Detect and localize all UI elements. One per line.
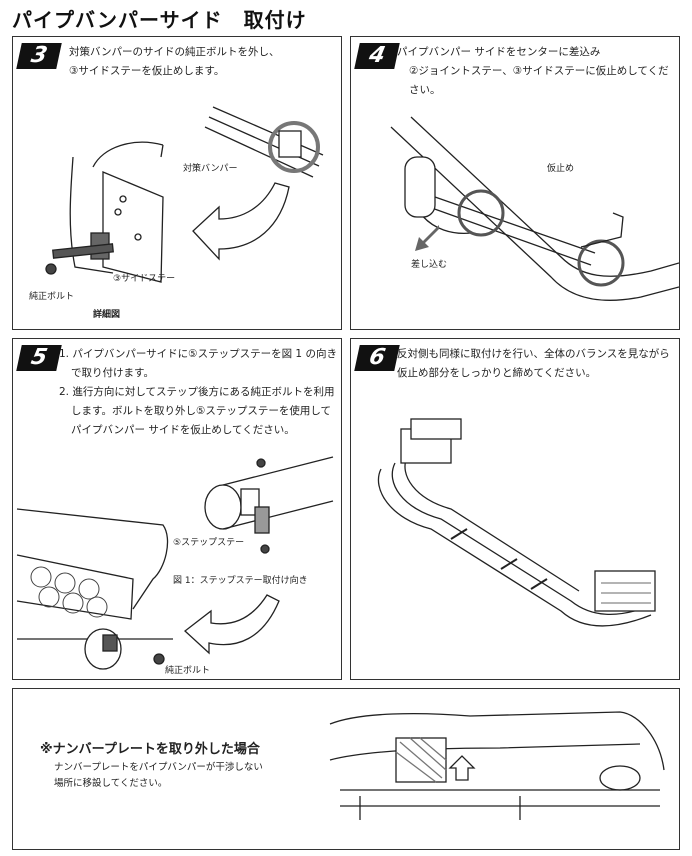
step-5-line-4: します。ボルトを取り外し⑤ステップステーを使用して: [71, 405, 332, 417]
note-line-1: ナンバープレートをパイプバンパーが干渉しない: [54, 762, 263, 773]
step-3-instructions: 対策バンパーのサイドの純正ボルトを外し、 ③サイドステーを仮止めします。: [69, 43, 280, 81]
note-panel: [12, 688, 680, 850]
step-3-illustration: [45, 106, 324, 283]
label-step-stay: ⑤ステップステー: [173, 538, 245, 548]
step-6-line-2: 仮止め部分をしっかりと締めてください。: [397, 367, 597, 379]
step-4-line-1: パイプバンパー サイドをセンターに差込み: [397, 46, 601, 58]
step-6-instructions: 反対側も同様に取付けを行い、全体のバランスを見ながら 仮止め部分をしっかりと締め…: [397, 345, 670, 383]
step-3-panel: 3 対策バンパーのサイドの純正ボルトを外し、 ③サイドステーを仮止めします。 対…: [12, 36, 342, 330]
step-5-instructions: 1. パイプバンパーサイドに⑤ステップステーを図 1 の向き で取り付けます。 …: [59, 345, 337, 440]
label-detail: 詳細図: [93, 310, 121, 320]
step-6-illustration: [377, 418, 656, 627]
label-temp: 仮止め: [547, 164, 575, 174]
note-line-2: 場所に移設してください。: [54, 778, 168, 789]
step-6-line-1: 反対側も同様に取付けを行い、全体のバランスを見ながら: [397, 348, 670, 360]
step-6-panel: 6 反対側も同様に取付けを行い、全体のバランスを見ながら 仮止め部分をしっかりと…: [350, 338, 680, 680]
step-5-panel: 5 1. パイプバンパーサイドに⑤ステップステーを図 1 の向き で取り付けます…: [12, 338, 342, 680]
step-5-line-2: で取り付けます。: [71, 367, 154, 379]
label-bumper: 対策バンパー: [183, 164, 238, 174]
label-insert: 差し込む: [411, 260, 448, 270]
step-3-line-2: ③サイドステーを仮止めします。: [69, 65, 225, 77]
step-5-line-3: 2. 進行方向に対してステップ後方にある純正ボルトを利用: [59, 386, 335, 398]
note-body: ナンバープレートをパイプバンパーが干渉しない 場所に移設してください。: [54, 760, 263, 792]
step-4-panel: 4 パイプバンパー サイドをセンターに差込み ②ジョイントステー、③サイドステー…: [350, 36, 680, 330]
step-5-line-5: パイプバンパー サイドを仮止めしてください。: [71, 424, 295, 436]
label-fig: 図 1：ステップステー取付け向き: [173, 576, 308, 586]
step-4-illustration: [390, 116, 679, 302]
step-4-line-2: ②ジョイントステー、③サイドステーに仮止めしてください。: [409, 65, 669, 96]
page-title: パイプバンパーサイド 取付け: [12, 8, 307, 32]
label-bolt: 純正ボルト: [165, 666, 211, 676]
step-5-illustration: [16, 456, 334, 670]
note-title: ※ナンバープレートを取り外した場合: [40, 742, 260, 757]
step-5-line-1: 1. パイプバンパーサイドに⑤ステップステーを図 1 の向き: [59, 348, 337, 360]
step-4-instructions: パイプバンパー サイドをセンターに差込み ②ジョイントステー、③サイドステーに仮…: [397, 43, 679, 100]
step-3-line-1: 対策バンパーのサイドの純正ボルトを外し、: [69, 46, 280, 58]
label-bolt: 純正ボルト: [29, 292, 75, 302]
label-side-stay: ③サイドステー: [113, 274, 176, 284]
